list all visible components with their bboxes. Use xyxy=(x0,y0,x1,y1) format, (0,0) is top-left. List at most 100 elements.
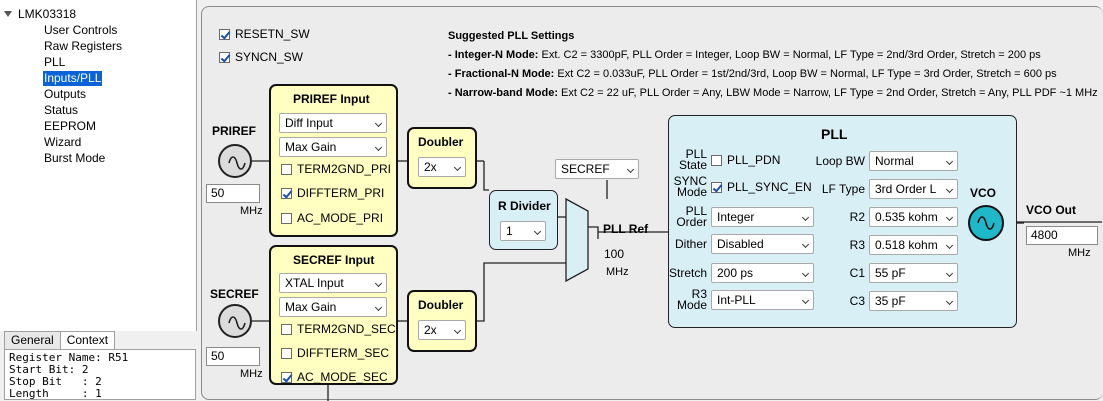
chevron-down-icon xyxy=(801,269,810,278)
r-divider-select[interactable]: 1 xyxy=(500,221,546,241)
secref-oscillator-icon xyxy=(218,304,252,338)
ac-mode-pri-checkbox[interactable]: AC_MODE_PRI xyxy=(281,210,383,226)
c3-label: C3 xyxy=(849,294,865,308)
tree-root[interactable]: LMK03318 xyxy=(4,6,76,22)
secref-frequency-input[interactable]: 50 xyxy=(206,347,260,366)
tree-item-status[interactable]: Status xyxy=(44,103,79,117)
checkbox-icon[interactable] xyxy=(219,51,230,63)
doubler-block-pri: Doubler 2x xyxy=(407,127,477,189)
secref-label: SECREF xyxy=(210,287,259,301)
checkbox-icon xyxy=(711,181,722,193)
chevron-down-icon xyxy=(945,213,954,222)
collapse-caret-icon[interactable] xyxy=(4,11,12,17)
doubler-title: Doubler xyxy=(418,135,464,149)
chevron-down-icon xyxy=(945,157,954,166)
checkbox-icon xyxy=(281,323,292,335)
stretch-select[interactable]: 200 ps xyxy=(711,263,814,283)
tree-item-burst-mode[interactable]: Burst Mode xyxy=(44,151,106,165)
term2gnd-sec-checkbox[interactable]: TERM2GND_SEC xyxy=(281,321,396,337)
diffterm-pri-checkbox[interactable]: DIFFTERM_PRI xyxy=(281,185,384,201)
doubler-title: Doubler xyxy=(418,298,464,312)
pll-pdn-checkbox[interactable]: PLL_PDN xyxy=(711,152,780,168)
secref-gain-select[interactable]: Max Gain xyxy=(279,297,387,317)
syncn-sw-checkbox[interactable]: SYNCN_SW xyxy=(219,49,303,65)
priref-unit: MHz xyxy=(240,205,263,217)
chevron-down-icon xyxy=(945,185,954,194)
r2-select[interactable]: 0.535 kohm xyxy=(869,207,958,227)
settings-line-narrowband: - Narrow-band Mode: Ext C2 = 22 uF, PLL … xyxy=(448,87,1098,99)
pll-order-label: PLL Order xyxy=(676,204,707,229)
pll-block: PLL PLL State PLL_PDN SYNC Mode PLL_SYNC… xyxy=(668,115,1017,328)
c3-select[interactable]: 35 pF xyxy=(869,291,958,311)
r3-mode-select[interactable]: Int-PLL xyxy=(711,290,814,310)
r-divider-block: R Divider 1 xyxy=(489,190,558,250)
context-line: Register Name: R51 xyxy=(9,351,129,364)
sync-mode-label: SYNC Mode xyxy=(673,174,707,199)
dither-select[interactable]: Disabled xyxy=(711,234,814,254)
panel-splitter[interactable] xyxy=(197,0,201,400)
vco-out-frequency-input[interactable]: 4800 xyxy=(1026,226,1098,245)
chevron-down-icon xyxy=(945,241,954,250)
pll-order-select[interactable]: Integer xyxy=(711,207,814,227)
tree-item-wizard[interactable]: Wizard xyxy=(44,135,82,149)
checkbox-icon xyxy=(281,163,292,175)
pll-sync-en-checkbox[interactable]: PLL_SYNC_EN xyxy=(711,179,812,195)
term2gnd-pri-checkbox[interactable]: TERM2GND_PRI xyxy=(281,161,391,177)
tree-item-outputs[interactable]: Outputs xyxy=(44,87,87,101)
ac-mode-sec-checkbox[interactable]: AC_MODE_SEC xyxy=(281,369,388,385)
chevron-down-icon xyxy=(945,297,954,306)
doubler-sec-select[interactable]: 2x xyxy=(418,320,466,340)
chevron-down-icon xyxy=(453,163,462,172)
tree-root-label: LMK03318 xyxy=(18,7,77,21)
settings-line-fractional: - Fractional-N Mode: Ext C2 = 0.033uF, P… xyxy=(448,68,1057,80)
lf-type-select[interactable]: 3rd Order L xyxy=(869,179,958,199)
suggested-pll-settings: Suggested PLL Settings - Integer-N Mode:… xyxy=(448,27,1098,103)
priref-label: PRIREF xyxy=(212,124,257,138)
priref-frequency-input[interactable]: 50 xyxy=(206,184,260,203)
c1-select[interactable]: 55 pF xyxy=(869,263,958,283)
priref-type-select[interactable]: Diff Input xyxy=(279,113,387,133)
secref-unit: MHz xyxy=(240,368,263,380)
navigation-tree: LMK03318 User Controls Raw Registers PLL… xyxy=(0,0,197,331)
resetn-sw-checkbox[interactable]: RESETN_SW xyxy=(219,26,310,42)
resetn-sw-label: RESETN_SW xyxy=(235,27,310,41)
secref-type-select[interactable]: XTAL Input xyxy=(279,273,387,293)
r3-select[interactable]: 0.518 kohm xyxy=(869,235,958,255)
tab-general[interactable]: General xyxy=(4,331,61,350)
checkbox-icon xyxy=(281,347,292,359)
tree-item-pll[interactable]: PLL xyxy=(44,55,66,69)
tree-item-inputs-pll[interactable]: Inputs/PLL xyxy=(43,71,103,86)
vco-label: VCO xyxy=(970,186,997,200)
settings-line-integer: - Integer-N Mode: Ext. C2 = 3300pF, PLL … xyxy=(448,49,1041,61)
checkbox-icon[interactable] xyxy=(219,28,230,40)
vco-out-unit: MHz xyxy=(1068,247,1091,259)
checkbox-icon xyxy=(281,371,292,383)
checkbox-icon xyxy=(711,154,722,166)
doubler-pri-select[interactable]: 2x xyxy=(418,157,466,177)
chevron-down-icon xyxy=(374,119,383,128)
loop-bw-label: Loop BW xyxy=(815,154,865,168)
chevron-down-icon xyxy=(801,240,810,249)
c1-label: C1 xyxy=(849,266,865,280)
secref-input-block: SECREF Input XTAL Input Max Gain TERM2GN… xyxy=(269,245,398,385)
chevron-down-icon xyxy=(374,303,383,312)
vco-icon xyxy=(968,205,1004,241)
tree-item-user-controls[interactable]: User Controls xyxy=(44,23,118,37)
tab-context[interactable]: Context xyxy=(59,331,116,350)
reference-mux-select[interactable]: SECREF xyxy=(555,159,639,179)
pll-ref-label: PLL Ref xyxy=(603,222,649,236)
reference-mux xyxy=(566,199,588,281)
doubler-block-sec: Doubler 2x xyxy=(407,290,477,352)
settings-title: Suggested PLL Settings xyxy=(448,30,575,42)
diffterm-sec-checkbox[interactable]: DIFFTERM_SEC xyxy=(281,345,389,361)
r2-label: R2 xyxy=(849,210,865,224)
tree-item-eeprom[interactable]: EEPROM xyxy=(44,119,97,133)
pll-state-label: PLL State xyxy=(678,147,707,172)
tree-item-raw-registers[interactable]: Raw Registers xyxy=(44,39,123,53)
priref-input-block: PRIREF Input Diff Input Max Gain TERM2GN… xyxy=(269,84,398,237)
context-line: Start Bit: 2 xyxy=(9,363,89,376)
loop-bw-select[interactable]: Normal xyxy=(869,151,958,171)
syncn-sw-label: SYNCN_SW xyxy=(235,50,304,64)
priref-gain-select[interactable]: Max Gain xyxy=(279,137,387,157)
